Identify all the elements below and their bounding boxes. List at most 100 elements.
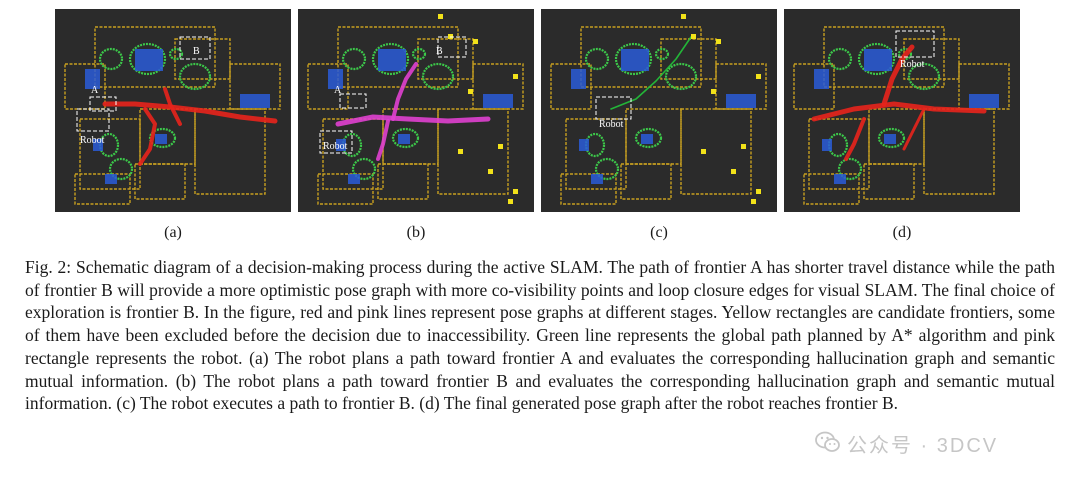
wall-segment <box>194 108 266 195</box>
frontier-a-box <box>339 93 367 109</box>
wechat-icon <box>815 431 840 452</box>
obstacle-outline <box>877 127 906 149</box>
robot-box <box>895 30 935 58</box>
watermark: 公众号 · 3DCV <box>815 427 1055 457</box>
frontier-marker <box>498 144 503 149</box>
frontier-marker <box>716 39 721 44</box>
obstacle-outline <box>178 62 212 91</box>
wall-segment <box>823 26 945 88</box>
wall-segment <box>377 163 429 200</box>
pose-graph-line <box>610 36 692 110</box>
frontier-marker <box>458 149 463 154</box>
obstacle-blue <box>135 49 163 71</box>
map-svg-d: Robot <box>793 26 1010 205</box>
pose-graph-line <box>376 119 390 161</box>
obstacle-blue <box>240 94 270 108</box>
map-svg-c: Robot <box>550 14 767 205</box>
frontier-b-box <box>437 36 467 58</box>
obstacle-blue <box>579 139 589 151</box>
wall-segment <box>174 38 231 80</box>
obstacle-blue <box>336 139 346 151</box>
obstacle-outline <box>148 127 177 149</box>
wall-segment <box>923 108 995 195</box>
obstacle-outline <box>584 47 610 71</box>
frontier-marker <box>473 39 478 44</box>
wall-segment <box>134 163 186 200</box>
wall-segment <box>94 26 216 88</box>
obstacle-outline <box>168 47 184 61</box>
obstacle-outline <box>837 157 863 181</box>
frontier-marker <box>731 169 736 174</box>
obstacle-blue <box>85 69 100 89</box>
wall-segment <box>550 63 592 110</box>
map-panel-d: Robot <box>784 9 1020 212</box>
wall-segment <box>580 26 702 88</box>
obstacle-blue <box>834 174 846 184</box>
obstacle-blue <box>483 94 513 108</box>
obstacle-blue <box>864 49 892 71</box>
frontier-marker <box>756 189 761 194</box>
pose-graph-line <box>335 114 491 127</box>
robot-box <box>76 108 110 132</box>
frontier-marker <box>751 199 756 204</box>
obstacle-outline <box>907 62 941 91</box>
frontier-b-label: B <box>436 46 443 57</box>
wall-segment <box>620 163 672 200</box>
obstacle-blue <box>884 134 896 144</box>
robot-label: Robot <box>900 59 925 70</box>
wall-segment <box>417 38 474 80</box>
wall-segment <box>808 118 870 190</box>
obstacle-outline <box>654 47 670 61</box>
obstacle-outline <box>411 47 427 61</box>
pose-graph-line <box>102 101 278 124</box>
obstacle-outline <box>391 127 420 149</box>
frontier-marker <box>756 74 761 79</box>
obstacle-outline <box>341 47 367 71</box>
wall-segment <box>74 173 131 205</box>
frontier-marker <box>741 144 746 149</box>
obstacle-blue <box>726 94 756 108</box>
obstacle-blue <box>105 174 117 184</box>
obstacle-blue <box>641 134 653 144</box>
frontier-marker <box>508 199 513 204</box>
obstacle-blue <box>621 49 649 71</box>
map-panel-c: Robot <box>541 9 777 212</box>
obstacle-outline <box>857 42 896 76</box>
frontier-marker <box>468 89 473 94</box>
pose-graph-line <box>138 107 157 166</box>
robot-label: Robot <box>323 141 348 152</box>
subfigure-label-b: (b) <box>406 224 426 241</box>
obstacle-blue <box>348 174 360 184</box>
obstacle-outline <box>421 62 455 91</box>
obstacle-blue <box>93 139 103 151</box>
wall-segment <box>625 108 682 165</box>
pose-graph-line <box>811 101 987 122</box>
wall-segment <box>307 63 349 110</box>
obstacle-outline <box>108 157 134 181</box>
frontier-marker <box>488 169 493 174</box>
frontier-a-label: A <box>91 85 99 96</box>
frontier-a-label: A <box>334 85 342 96</box>
frontier-marker <box>691 34 696 39</box>
pose-graph-line <box>902 107 926 151</box>
wall-segment <box>863 163 915 200</box>
obstacle-blue <box>155 134 167 144</box>
subfigure-label-a: (a) <box>164 224 182 241</box>
pose-graph-line <box>391 62 418 121</box>
figure-caption: Fig. 2: Schematic diagram of a decision-… <box>25 256 1055 415</box>
subfigure-label-c: (c) <box>650 224 668 241</box>
obstacle-outline <box>664 62 698 91</box>
obstacle-outline <box>98 47 124 71</box>
obstacle-outline <box>594 157 620 181</box>
robot-box <box>319 130 353 154</box>
wall-segment <box>803 173 860 205</box>
frontier-marker <box>438 14 443 19</box>
obstacle-blue <box>378 49 406 71</box>
robot-label: Robot <box>599 119 624 130</box>
obstacle-outline <box>128 42 167 76</box>
obstacle-blue <box>969 94 999 108</box>
wall-segment <box>317 173 374 205</box>
frontier-marker <box>711 89 716 94</box>
obstacle-blue <box>328 69 343 89</box>
